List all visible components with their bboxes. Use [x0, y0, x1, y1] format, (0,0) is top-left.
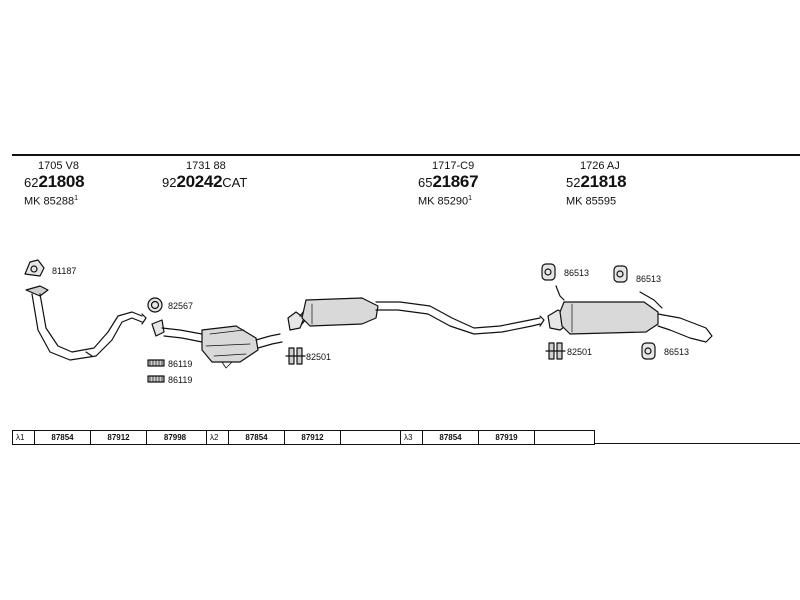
lambda-value: 87998 — [163, 433, 187, 442]
part-number: 6521867 — [418, 172, 479, 191]
gasket-icon — [24, 259, 45, 277]
label-rubber-3: 86513 — [664, 347, 690, 357]
lambda-group-3: λ3 87854 87919 — [400, 430, 595, 445]
part-mk-number: MK 852901 — [418, 195, 473, 208]
lambda-value: 87919 — [479, 431, 535, 444]
part-code: 1726 AJ — [580, 160, 620, 172]
rubber-hanger-icon — [641, 342, 656, 360]
label-rubber-1: 86513 — [564, 268, 590, 278]
lambda-value: 87912 — [91, 431, 147, 444]
gasket-ring-icon — [147, 297, 163, 313]
label-mount-rear: 82501 — [567, 347, 593, 357]
part-code: 1731 88 — [186, 160, 226, 172]
front-pipe-icon — [25, 285, 147, 361]
part-code: 1717-C9 — [432, 160, 475, 172]
part-number: 5221818 — [566, 172, 627, 191]
label-mount-mid: 82501 — [306, 352, 332, 362]
lambda-value: 87912 — [285, 431, 341, 444]
part-number: 6221808 — [24, 172, 85, 191]
lambda-group-2: λ2 87854 87912 — [206, 430, 401, 445]
header-divider-line — [12, 154, 800, 156]
rear-silencer-icon — [547, 285, 713, 343]
label-gasket-cat: 82567 — [168, 301, 194, 311]
part-block-catalyst: 1731 88 9220242CAT — [162, 160, 247, 192]
part-number: 9220242CAT — [162, 172, 248, 191]
lambda-group-1: λ1 87854 87912 87998 — [12, 430, 207, 445]
label-clamp-b: 86119 — [168, 375, 193, 385]
part-mk-number: MK 852881 — [24, 195, 79, 208]
lambda-value — [535, 431, 591, 444]
middle-silencer-icon — [287, 297, 545, 335]
label-gasket-front: 81187 — [52, 266, 77, 276]
lambda-value: 87854 — [229, 431, 285, 444]
lambda-head: λ3 — [401, 431, 423, 444]
clamp-icon — [147, 375, 165, 383]
part-mk-number: MK 85595 — [566, 195, 617, 208]
mount-icon — [545, 342, 566, 360]
lambda-value — [341, 431, 397, 444]
label-clamp-a: 86119 — [168, 359, 193, 369]
lambda-value: 87854 — [35, 431, 91, 444]
part-code: 1705 V8 — [38, 160, 79, 172]
part-block-middle-silencer: 1717-C9 6521867 MK 852901 — [418, 160, 479, 209]
lambda-value: 87854 — [423, 431, 479, 444]
rubber-hanger-icon — [613, 265, 628, 283]
lambda-head: λ2 — [207, 431, 229, 444]
mount-icon — [285, 347, 306, 365]
lambda-head: λ1 — [13, 431, 35, 444]
part-block-rear-silencer: 1726 AJ 5221818 MK 85595 — [566, 160, 627, 209]
clamp-icon — [147, 359, 165, 367]
flange-icon — [151, 319, 165, 337]
part-block-front-pipe: 1705 V8 6221808 MK 852881 — [24, 160, 85, 209]
table-baseline — [594, 443, 800, 444]
rubber-hanger-icon — [541, 263, 556, 281]
label-rubber-2: 86513 — [636, 274, 662, 284]
catalyst-icon — [161, 325, 283, 369]
